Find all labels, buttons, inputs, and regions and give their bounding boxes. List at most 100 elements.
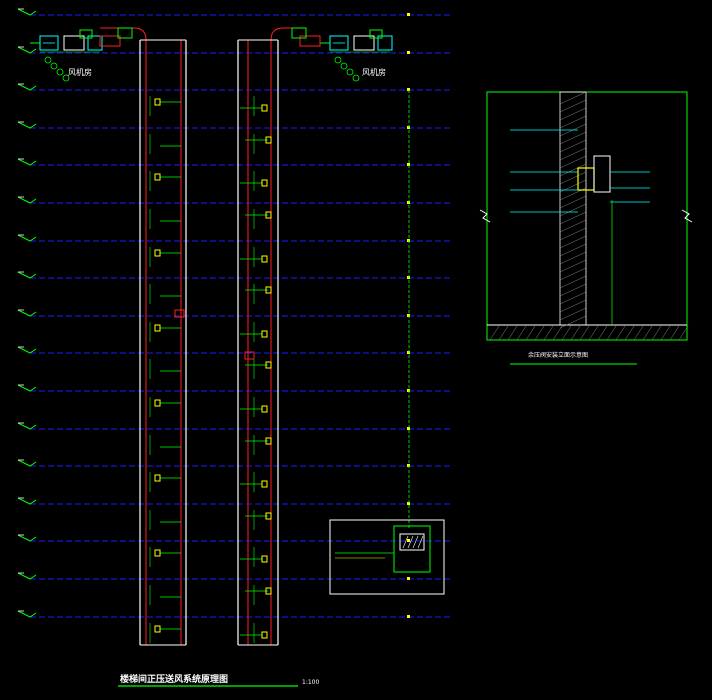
floor-hatch <box>543 325 554 341</box>
floor-hatch <box>660 325 671 341</box>
floor-hatch <box>615 325 626 341</box>
floor-hatch <box>516 325 527 341</box>
fan-icon <box>87 35 103 51</box>
detail-frame <box>486 91 688 341</box>
valve-icon <box>265 211 272 219</box>
floor-hatch <box>552 325 563 341</box>
hatch-line <box>559 235 587 249</box>
hatch-line <box>559 259 587 273</box>
callout-bubble <box>56 68 64 76</box>
level-dot <box>407 351 410 354</box>
duct-connection <box>99 35 121 47</box>
level-dot <box>407 577 410 580</box>
fan-box <box>353 35 375 51</box>
duct-connection <box>299 35 321 47</box>
valve-icon <box>265 286 272 294</box>
pressure-relief-valve-icon <box>244 351 255 360</box>
valve-icon <box>265 361 272 369</box>
floor-hatch <box>606 325 617 341</box>
legend-frame <box>329 519 445 595</box>
valve-icon <box>261 179 268 187</box>
break-symbol-icon <box>681 209 693 223</box>
level-dot <box>407 539 410 542</box>
level-mark <box>17 534 37 542</box>
floor-hatch <box>570 325 581 341</box>
callout-bubble <box>340 62 348 70</box>
level-dot <box>407 239 410 242</box>
floor-hatch <box>597 325 608 341</box>
duct-shafts <box>100 27 410 646</box>
level-mark <box>17 158 37 166</box>
legend-grille <box>399 533 425 551</box>
hatch-line <box>559 139 587 153</box>
control-box <box>79 29 93 39</box>
floor-hatch <box>507 325 518 341</box>
hatch-line <box>559 219 587 233</box>
fan-room-left <box>30 29 103 82</box>
valve-icon <box>261 631 268 639</box>
valve-icon <box>154 324 161 332</box>
level-mark <box>17 346 37 354</box>
callout-bubble <box>44 56 52 64</box>
valve-icon <box>265 587 272 595</box>
callout-bubble <box>50 62 58 70</box>
right-bend <box>270 27 300 41</box>
valve-icon <box>261 555 268 563</box>
hatch-line <box>559 171 587 185</box>
valve-icon <box>265 136 272 144</box>
level-mark <box>17 196 37 204</box>
valve-icon <box>265 437 272 445</box>
hatch-line <box>559 299 587 313</box>
floor-hatch <box>624 325 635 341</box>
floor-hatch <box>678 325 689 341</box>
level-dot <box>407 464 410 467</box>
valve-icon <box>154 625 161 633</box>
legend-hatch <box>417 535 424 549</box>
level-dot <box>407 615 410 618</box>
floor-hatch <box>588 325 599 341</box>
level-dot <box>407 502 410 505</box>
hatch-line <box>559 115 587 129</box>
level-dot <box>407 427 410 430</box>
level-dot <box>407 13 410 16</box>
level-mark <box>17 497 37 505</box>
drawing-title: 楼梯间正压送风系统原理图 <box>120 675 229 685</box>
valve-frame <box>593 155 611 193</box>
valve-icon <box>261 480 268 488</box>
fan-icon <box>377 35 393 51</box>
hatch-line <box>559 283 587 297</box>
control-box <box>369 29 383 39</box>
legend-hatch <box>402 535 409 549</box>
floor-hatch <box>525 325 536 341</box>
callout-bubble <box>346 68 354 76</box>
valve-icon <box>154 249 161 257</box>
level-dot <box>407 314 410 317</box>
valve-icon <box>154 549 161 557</box>
hatch-line <box>559 99 587 113</box>
hatch-line <box>559 195 587 209</box>
room-label-left: 风机房 <box>68 68 92 77</box>
level-mark <box>17 384 37 392</box>
hatch-line <box>559 227 587 241</box>
fan-room-right <box>320 29 393 82</box>
fan-rooms <box>30 27 393 82</box>
detail-drawing <box>118 91 693 687</box>
level-dot <box>407 88 410 91</box>
valve-icon <box>154 474 161 482</box>
valve-icon <box>154 173 161 181</box>
floor-hatch <box>498 325 509 341</box>
level-mark <box>17 309 37 317</box>
level-mark <box>17 459 37 467</box>
left-bend <box>100 27 147 41</box>
break-symbol-icon <box>479 209 491 223</box>
control-box <box>291 27 307 39</box>
level-dot <box>407 389 410 392</box>
floor-hatch <box>489 325 500 341</box>
hatch-line <box>559 291 587 305</box>
hatch-line <box>559 107 587 121</box>
level-mark <box>17 572 37 580</box>
valve-icon <box>261 330 268 338</box>
hatch-line <box>559 275 587 289</box>
hatch-line <box>559 131 587 145</box>
